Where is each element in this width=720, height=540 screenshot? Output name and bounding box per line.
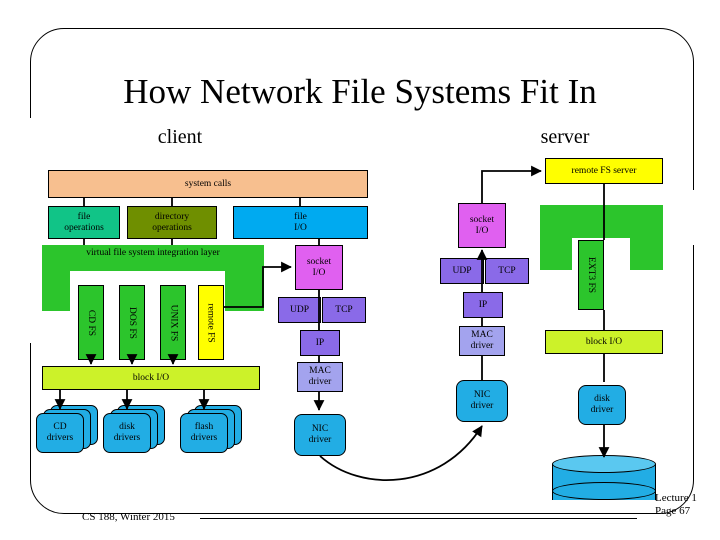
client-fs-module-unixfs-label: UNIX FS: [168, 304, 178, 341]
server-nic-driver-box[interactable]: NIC driver: [456, 380, 508, 422]
footer-course-label: CS 188, Winter 2015: [82, 511, 175, 523]
server-ext3-fs-label: EXT3 FS: [586, 256, 597, 294]
client-label: client: [157, 126, 203, 148]
client-udp-box[interactable]: UDP: [278, 297, 321, 323]
client-flash-drivers-stack[interactable]: flash drivers: [180, 405, 242, 453]
client-ip-label: IP: [315, 337, 325, 348]
server-remote-fs-server-label: remote FS server: [571, 165, 637, 176]
footer-divider: [200, 518, 637, 519]
client-udp-label: UDP: [289, 304, 309, 315]
server-ip-box[interactable]: IP: [463, 292, 503, 318]
footer-page-label: Page 67: [655, 505, 691, 517]
client-ip-box[interactable]: IP: [300, 330, 340, 356]
server-tcp-box[interactable]: TCP: [485, 258, 529, 284]
server-disk-driver-box[interactable]: disk driver: [578, 385, 626, 425]
client-fs-module-dosfs-label: DOS FS: [127, 306, 138, 339]
client-vfs-left-leg: [42, 271, 70, 311]
client-tcp-box[interactable]: TCP: [322, 297, 366, 323]
card-front[interactable]: disk drivers: [103, 413, 151, 453]
client-fs-module-dosfs[interactable]: DOS FS: [119, 285, 145, 360]
frame-gap-right: [690, 190, 697, 245]
page-title: How Network File Systems Fit In: [123, 72, 597, 111]
server-tcp-label: TCP: [498, 265, 516, 276]
server-udp-label: UDP: [452, 265, 472, 276]
client-file-io-label: file I/O: [294, 211, 307, 233]
cylinder-top-ellipse: [552, 455, 656, 473]
client-fs-module-cdfs-label: CD FS: [86, 309, 97, 336]
client-nic-driver-box[interactable]: NIC driver: [294, 414, 346, 456]
client-block-io-label: block I/O: [132, 372, 170, 383]
client-directory-operations-box[interactable]: directory operations: [127, 206, 217, 239]
server-socket-io-label: socket I/O: [469, 214, 495, 236]
client-mac-driver-label: MAC driver: [308, 366, 332, 387]
server-nic-driver-label: NIC driver: [470, 390, 494, 411]
server-disk-driver-label: disk driver: [590, 394, 614, 415]
server-label: server: [540, 126, 590, 148]
card-front[interactable]: CD drivers: [36, 413, 84, 453]
client-fs-module-remotefs[interactable]: remote FS: [198, 285, 224, 360]
client-file-operations-box[interactable]: file operations: [48, 206, 120, 239]
client-system-calls-box[interactable]: system calls: [48, 170, 368, 198]
client-tcp-label: TCP: [335, 304, 353, 315]
server-mac-driver-label: MAC driver: [470, 330, 494, 351]
server-ext3-fs-box[interactable]: EXT3 FS: [578, 240, 604, 310]
client-socket-io-label: socket I/O: [306, 256, 332, 278]
server-socket-io-box[interactable]: socket I/O: [458, 203, 506, 248]
footer-lecture-label: Lecture 1: [655, 492, 697, 504]
client-vfs-layer-label: virtual file system integration layer: [86, 248, 220, 258]
client-directory-operations-label: directory operations: [152, 211, 192, 233]
server-vfs-top-bar: [540, 205, 663, 238]
client-fs-module-unixfs[interactable]: UNIX FS: [160, 285, 186, 360]
client-file-io-box[interactable]: file I/O: [233, 206, 368, 239]
client-mac-driver-box[interactable]: MAC driver: [297, 362, 343, 392]
server-disk-cylinder: [552, 455, 656, 501]
card-front[interactable]: flash drivers: [180, 413, 228, 453]
client-block-io-box[interactable]: block I/O: [42, 366, 260, 390]
client-file-operations-label: file operations: [64, 211, 104, 233]
server-udp-box[interactable]: UDP: [440, 258, 484, 284]
client-cd-drivers-label: CD drivers: [46, 422, 74, 443]
client-flash-drivers-label: flash drivers: [190, 422, 218, 443]
server-vfs-right-leg: [630, 238, 663, 270]
client-disk-drivers-stack[interactable]: disk drivers: [103, 405, 165, 453]
server-mac-driver-box[interactable]: MAC driver: [459, 326, 505, 356]
client-fs-module-remotefs-label: remote FS: [206, 302, 217, 343]
frame-gap-left: [28, 118, 33, 343]
client-cd-drivers-stack[interactable]: CD drivers: [36, 405, 98, 453]
cylinder-bottom-ellipse: [552, 482, 656, 500]
server-block-io-box[interactable]: block I/O: [545, 330, 663, 354]
server-ip-label: IP: [478, 299, 488, 310]
server-block-io-label: block I/O: [585, 336, 623, 347]
server-vfs-left-leg: [540, 238, 572, 270]
client-vfs-right-leg: [225, 271, 264, 311]
client-disk-drivers-label: disk drivers: [113, 422, 141, 443]
client-nic-driver-label: NIC driver: [308, 424, 332, 445]
server-remote-fs-server-box[interactable]: remote FS server: [545, 158, 663, 184]
client-socket-io-box[interactable]: socket I/O: [295, 245, 343, 290]
client-fs-module-cdfs[interactable]: CD FS: [78, 285, 104, 360]
client-system-calls-label: system calls: [184, 178, 232, 189]
